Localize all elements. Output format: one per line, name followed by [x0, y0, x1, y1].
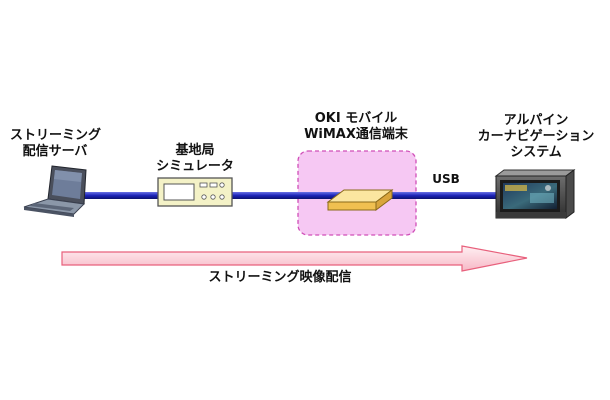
- server-label-line2: 配信サーバ: [22, 144, 88, 159]
- car-nav-label-line3: システム: [510, 145, 562, 160]
- base-station-label: 基地局 シミュレータ: [150, 143, 240, 175]
- base-station-label-line1: 基地局: [175, 143, 215, 158]
- car-navigation-icon: [494, 169, 576, 219]
- laptop-icon: [23, 165, 87, 217]
- terminal-label-line1: OKI モバイル: [314, 111, 398, 126]
- wimax-terminal-icon: [326, 189, 394, 211]
- streaming-flow-label: ストリーミング映像配信: [208, 270, 352, 285]
- streaming-flow-arrow: [61, 245, 528, 272]
- car-nav-label: アルパイン カーナビゲーション システム: [468, 113, 604, 161]
- server-label: ストリーミング 配信サーバ: [10, 128, 102, 160]
- terminal-label: OKI モバイル WiMAX通信端末: [296, 111, 416, 143]
- base-station-label-line2: シミュレータ: [156, 159, 234, 174]
- terminal-label-line2: WiMAX通信端末: [304, 127, 408, 142]
- server-label-line1: ストリーミング: [10, 128, 102, 143]
- usb-label: USB: [432, 172, 460, 186]
- car-nav-label-line1: アルパイン: [503, 113, 569, 128]
- network-link: [82, 192, 498, 199]
- car-nav-label-line2: カーナビゲーション: [477, 129, 595, 144]
- base-station-simulator-icon: [157, 177, 233, 207]
